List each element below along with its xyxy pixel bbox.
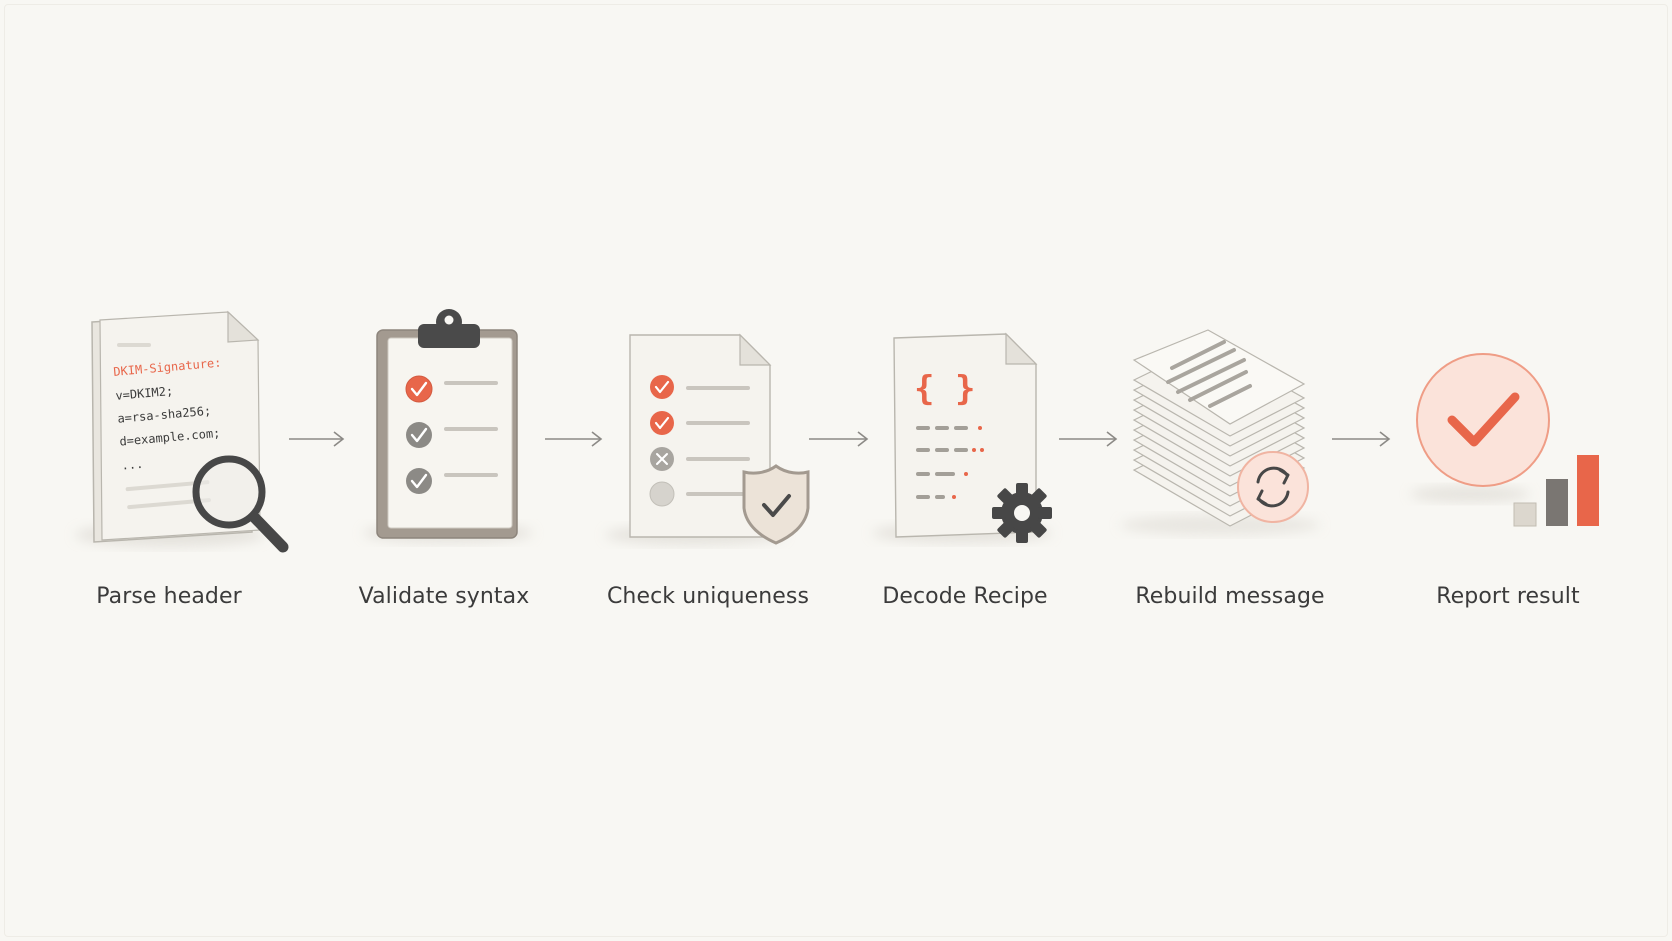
uniqueness-item-1 bbox=[650, 375, 750, 399]
arrow-1 bbox=[289, 431, 345, 447]
step-label-validate-syntax: Validate syntax bbox=[358, 584, 530, 609]
checkmark-with-bar-chart-icon bbox=[1410, 353, 1599, 527]
checkmark-circle-icon bbox=[1416, 353, 1550, 487]
step-label-parse-header: Parse header bbox=[96, 584, 242, 609]
clipboard-checklist-icon bbox=[363, 309, 533, 543]
arrow-2 bbox=[545, 431, 603, 447]
uniqueness-item-2 bbox=[650, 411, 750, 435]
code-lines bbox=[916, 426, 984, 499]
step-label-decode-recipe: Decode Recipe bbox=[882, 584, 1048, 609]
clip-icon bbox=[418, 309, 480, 348]
code-braces: { } bbox=[914, 369, 975, 409]
check-item-3 bbox=[406, 468, 498, 494]
stacked-pages-with-refresh-icon bbox=[1120, 329, 1320, 535]
step-label-rebuild-message: Rebuild message bbox=[1135, 584, 1325, 609]
arrow-3 bbox=[809, 431, 869, 447]
gear-icon bbox=[992, 483, 1052, 543]
magnifier-icon bbox=[192, 455, 289, 553]
arrow-5 bbox=[1332, 431, 1391, 447]
shield-icon bbox=[742, 464, 810, 545]
uniqueness-item-4 bbox=[649, 481, 750, 507]
uniqueness-item-3 bbox=[650, 447, 750, 471]
header-line-2: v=DKIM2; bbox=[115, 384, 174, 403]
check-item-1 bbox=[405, 375, 498, 403]
refresh-icon bbox=[1237, 451, 1309, 523]
arrow-4 bbox=[1059, 431, 1118, 447]
code-document-with-gear-icon: { } bbox=[872, 332, 1052, 543]
stack-top-lines bbox=[1166, 340, 1252, 408]
step-label-check-uniqueness: Check uniqueness bbox=[606, 584, 810, 609]
document-with-shield-icon bbox=[605, 333, 810, 545]
step-label-report-result: Report result bbox=[1436, 584, 1580, 609]
bar-chart-icon bbox=[1513, 455, 1599, 527]
check-item-2 bbox=[406, 422, 498, 448]
header-line-5: ... bbox=[121, 457, 144, 473]
document-with-magnifier-icon: DKIM-Signature: v=DKIM2; a=rsa-sha256; d… bbox=[75, 310, 289, 553]
